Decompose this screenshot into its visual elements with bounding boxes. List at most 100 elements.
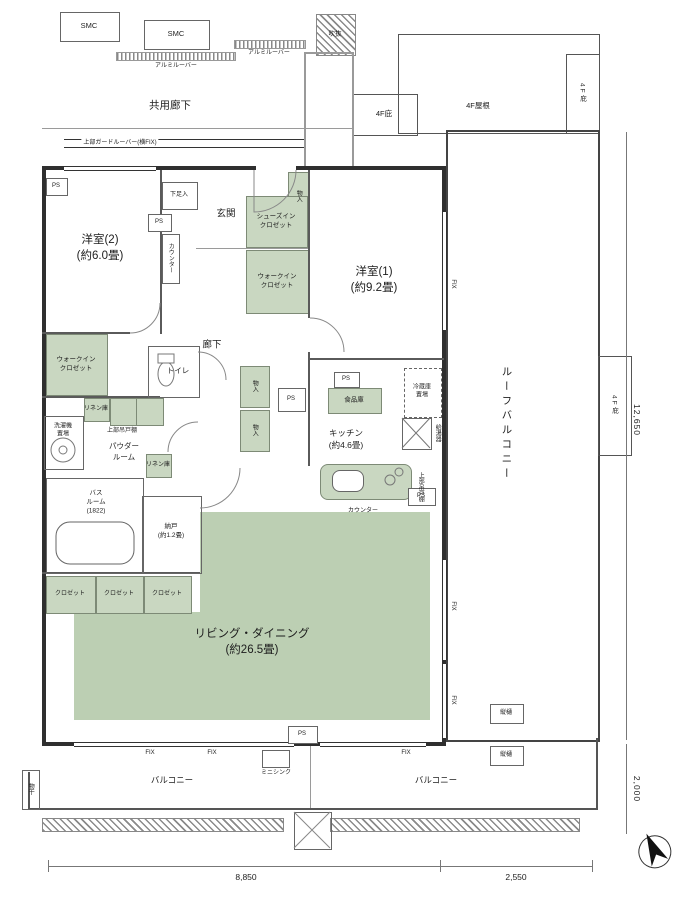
counter-box: [162, 234, 180, 284]
canopy-box: [566, 54, 600, 134]
mini-sink-label: ミニシンク: [260, 769, 292, 776]
porch-wall: [304, 52, 354, 54]
fridge-label: 冷蔵庫 置場: [412, 384, 432, 399]
closet-box: [46, 576, 96, 614]
partition: [308, 170, 310, 318]
bedroom2-label: 洋室(2) (約6.0畳): [76, 233, 124, 262]
door-arc: [197, 351, 227, 381]
fix-label: FIX: [145, 749, 155, 756]
closet-label: クロゼット: [151, 590, 183, 597]
balcony-railing: [28, 808, 598, 810]
fridge-box: [404, 368, 442, 418]
ps-label: PS: [297, 730, 307, 737]
balcony-label: バルコニー: [414, 775, 458, 786]
drain-label: 縦樋: [499, 709, 513, 716]
mini-sink-box: [262, 750, 290, 768]
drain-label: 縦樋: [499, 751, 513, 758]
void-label: 吹抜: [328, 30, 342, 38]
canopy-4f-label: 4F庇: [610, 394, 618, 416]
smc-label: SMC: [80, 20, 98, 30]
balcony-divider: [310, 746, 311, 808]
dimension-line: [48, 866, 592, 867]
ps-box: [278, 388, 306, 412]
partition: [160, 170, 162, 334]
ps-box: [334, 372, 360, 388]
laundry-pole-label: 物干: [27, 783, 34, 795]
corridor-edge-line: [42, 128, 354, 129]
lower-wall-hatch: [42, 818, 284, 832]
roof-balcony-label: ルーフバルコニー: [500, 366, 513, 482]
aluminum-louver-strip: [116, 52, 236, 61]
kitchen-label: キッチン (約4.6畳): [328, 428, 364, 450]
washer-label: 洗濯機 置場: [53, 423, 73, 438]
fix-label: FIX: [450, 695, 457, 705]
ps-box: [288, 726, 318, 744]
vanity-box: [110, 398, 138, 426]
aluminum-louver-label: アルミルーバー: [155, 62, 197, 69]
entrance-label: 玄関: [216, 208, 236, 220]
storage-label: 物入: [295, 190, 302, 202]
walk-in-closet-box: [46, 334, 108, 396]
void-box: [316, 14, 356, 56]
smc-label: SMC: [167, 28, 185, 38]
dimension-right-lower: 2,000: [631, 775, 642, 803]
fix-label: FIX: [450, 279, 457, 289]
linen-box: [84, 398, 110, 422]
powder-room-label: パウダー ルーム: [109, 441, 139, 462]
door-arc: [129, 302, 161, 334]
closet-label: クロゼット: [54, 590, 86, 597]
storage-box: [240, 366, 270, 408]
dimension-tick: [592, 860, 593, 872]
washer-box: [44, 416, 84, 470]
window: [64, 166, 156, 171]
fix-label: FIX: [207, 749, 217, 756]
ps-label: PS: [51, 182, 61, 189]
living-dining-floor: [74, 612, 202, 720]
ps-label: PS: [341, 375, 351, 382]
walk-in-closet-label: ウォークイン クロゼット: [56, 355, 96, 372]
canopy-4f-label: 4F庇: [578, 82, 586, 104]
window: [74, 742, 294, 747]
fix-label: FIX: [450, 601, 457, 611]
hallway-label: 廊下: [202, 339, 222, 351]
storage-room-box: [142, 496, 202, 574]
smc-box: [60, 12, 120, 42]
partition: [308, 352, 310, 360]
storage-room-label: 納戸 (約1.2畳): [157, 522, 185, 539]
counter-label: カウンター: [167, 243, 174, 273]
wall: [294, 742, 320, 746]
balcony-railing: [596, 738, 598, 810]
wall: [296, 166, 446, 170]
vanity-box: [136, 398, 164, 426]
shoes-in-closet-label: シューズイン クロゼット: [256, 212, 296, 229]
porch-wall: [304, 54, 306, 166]
roof-balcony-area: [446, 130, 600, 742]
upper-cabinet-label: 上部吊戸棚: [106, 427, 138, 434]
ps-box: [46, 178, 68, 196]
pantry-box: [328, 388, 382, 414]
dimension-bottom-left: 8,850: [235, 872, 257, 883]
shoe-cabinet-box: [162, 182, 198, 210]
dimension-bottom-right: 2,550: [505, 872, 527, 883]
ps-label: PS: [154, 218, 164, 225]
dimension-line: [626, 132, 627, 740]
lower-block: [294, 812, 332, 850]
bathroom-box: [46, 478, 144, 574]
linen-label: リネン庫: [83, 405, 109, 412]
water-heater-label: 給湯器: [434, 424, 441, 442]
aluminum-louver-strip: [234, 40, 306, 49]
aluminum-louver-label: アルミルーバー: [248, 49, 290, 56]
storage-box: [240, 410, 270, 452]
door-arc: [309, 317, 345, 353]
dimension-right-total: 12,650: [631, 404, 642, 436]
canopy-4f-label: 4F庇: [375, 108, 393, 118]
door-arc: [199, 467, 241, 509]
storage-label: 物入: [251, 424, 258, 436]
ps-box: [408, 488, 436, 506]
dimension-tick: [48, 860, 49, 872]
partition: [308, 358, 444, 360]
drain-box: [490, 704, 524, 724]
dimension-tick: [440, 860, 441, 872]
partition: [42, 396, 160, 398]
